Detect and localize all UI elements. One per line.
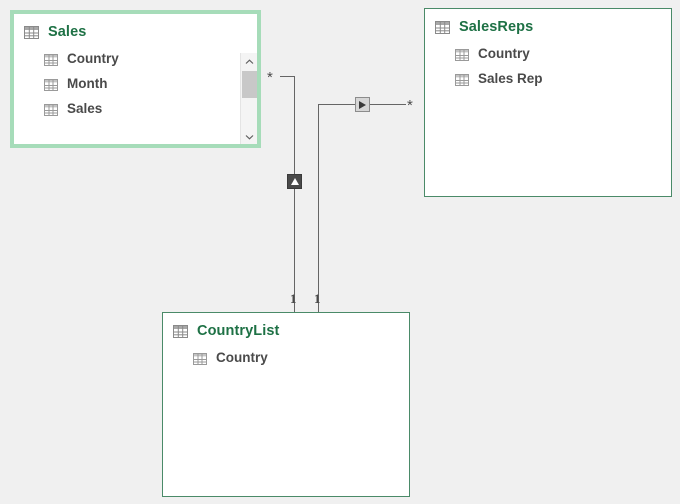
cardinality-one-countrylist-sales: 1: [290, 291, 297, 306]
field-row[interactable]: Country: [14, 46, 257, 71]
table-title: CountryList: [197, 323, 280, 339]
arrow-right-icon: [359, 100, 366, 109]
relationship-line-countrylist-salesreps-segment-v[interactable]: [318, 104, 319, 312]
cardinality-one-countrylist-salesreps: 1: [314, 291, 321, 306]
arrow-up-icon: [290, 178, 299, 185]
field-label: Sales Rep: [478, 71, 543, 86]
table-header-sales[interactable]: Sales: [14, 14, 257, 40]
table-card-sales[interactable]: Sales Country: [10, 10, 261, 148]
field-row[interactable]: Month: [14, 71, 257, 96]
field-icon: [455, 48, 469, 61]
scrollbar-up-button[interactable]: [241, 53, 257, 70]
field-list-countrylist: Country: [163, 345, 409, 370]
field-list-sales: Country Month: [14, 46, 257, 121]
field-label: Country: [478, 46, 530, 61]
table-title: SalesReps: [459, 19, 534, 35]
table-icon: [24, 25, 39, 39]
field-label: Country: [67, 51, 119, 66]
table-card-sales-body: Sales Country: [14, 14, 257, 144]
field-row[interactable]: Country: [163, 345, 409, 370]
scrollbar-thumb[interactable]: [242, 71, 257, 98]
table-card-countrylist[interactable]: CountryList Country: [162, 312, 410, 497]
field-label: Month: [67, 76, 108, 91]
field-icon: [44, 78, 58, 91]
table-header-salesreps[interactable]: SalesReps: [425, 9, 671, 35]
table-icon: [435, 20, 450, 34]
field-row[interactable]: Sales Rep: [425, 66, 671, 91]
field-label: Sales: [67, 101, 103, 116]
table-header-countrylist[interactable]: CountryList: [163, 313, 409, 339]
cross-filter-arrow-up-icon[interactable]: [287, 174, 302, 189]
cross-filter-arrow-right-icon[interactable]: [355, 97, 370, 112]
scrollbar-down-button[interactable]: [241, 128, 257, 144]
cardinality-many-sales: *: [267, 69, 273, 86]
chevron-up-icon: [245, 58, 254, 64]
field-icon: [44, 103, 58, 116]
field-row[interactable]: Sales: [14, 96, 257, 121]
field-label: Country: [216, 350, 268, 365]
table-card-salesreps[interactable]: SalesReps Country: [424, 8, 672, 197]
table-icon: [173, 324, 188, 338]
field-icon: [193, 352, 207, 365]
table-card-salesreps-body: SalesReps Country: [425, 9, 671, 196]
field-icon: [44, 53, 58, 66]
chevron-down-icon: [245, 134, 254, 140]
field-row[interactable]: Country: [425, 41, 671, 66]
relationship-line-countrylist-sales-segment-v[interactable]: [294, 76, 295, 312]
table-card-countrylist-body: CountryList Country: [163, 313, 409, 496]
table-title: Sales: [48, 24, 87, 40]
cardinality-many-salesreps: *: [407, 97, 413, 114]
relationship-line-countrylist-sales-segment-h[interactable]: [280, 76, 295, 77]
field-icon: [455, 73, 469, 86]
field-list-salesreps: Country Sales Rep: [425, 41, 671, 91]
table-scrollbar[interactable]: [240, 53, 257, 144]
